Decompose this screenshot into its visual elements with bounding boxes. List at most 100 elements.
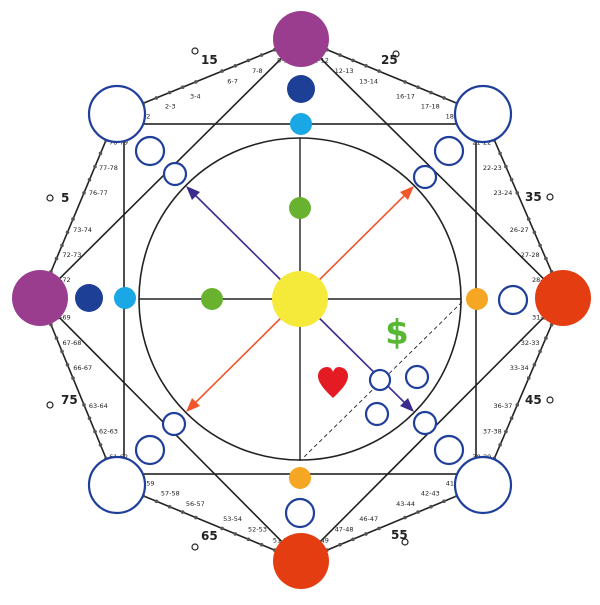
age-tick-dot	[403, 515, 407, 520]
age-tick-dot	[538, 349, 542, 354]
age-tick-dot	[98, 443, 103, 447]
age-tick-dot	[233, 532, 238, 536]
age-range-label: 3-4	[190, 93, 201, 101]
age-tick-dot	[71, 376, 75, 380]
age-range-label: 27-28	[521, 251, 540, 259]
age-range-label: 56-57	[186, 500, 205, 508]
age-marker-55: 55	[391, 528, 409, 546]
svg-text:65: 65	[201, 529, 218, 543]
mid-circle-top-right	[433, 135, 465, 167]
age-range-label: 63-64	[89, 402, 108, 410]
age-range-label: 16-17	[396, 93, 415, 101]
age-tick-dot	[416, 85, 420, 89]
age-tick-dot	[515, 191, 520, 195]
age-range-label: 26-27	[510, 226, 529, 234]
age-range-label: 46-47	[359, 515, 378, 523]
age-range-label: 28-29	[532, 276, 551, 284]
small-circle-top-left	[162, 161, 188, 187]
top-green-circle	[289, 197, 311, 219]
left-purple-circle	[12, 270, 68, 326]
age-tick-dot	[154, 96, 159, 100]
age-tick-dot	[167, 504, 172, 509]
age-range-label: 76-77	[89, 189, 108, 197]
age-tick-dot	[442, 499, 446, 504]
svg-text:45: 45	[525, 393, 542, 407]
age-marker-65: 65	[191, 529, 218, 551]
age-tick-dot	[544, 336, 548, 340]
arrow-up-left-head	[186, 186, 200, 200]
age-tick-dot	[364, 64, 368, 68]
age-tick-dot	[526, 217, 531, 221]
svg-text:35: 35	[525, 190, 542, 204]
age-marker-75: 75	[46, 393, 78, 409]
age-tick-dot	[98, 151, 103, 156]
filled-circles	[12, 11, 591, 589]
age-tick-dot	[93, 429, 97, 434]
age-tick-dot	[65, 363, 70, 367]
age-tick-dot	[82, 403, 86, 407]
age-marker-45: 45	[525, 393, 554, 407]
left-dark-blue-circle	[75, 284, 103, 312]
age-range-label: 72-73	[63, 251, 82, 259]
age-range-label: 47-48	[335, 526, 354, 534]
corner-circle-bottom-left	[87, 455, 147, 515]
bottom-outline-circle	[284, 497, 316, 529]
age-tick-dot	[509, 177, 514, 182]
age-marker-15: 15	[191, 47, 218, 67]
age-range-label: 31-32	[532, 314, 551, 322]
age-tick-dot	[532, 230, 537, 235]
svg-text:5: 5	[61, 191, 69, 205]
age-tick-dot	[515, 403, 520, 407]
top-dark-blue-circle	[287, 75, 315, 103]
corner-circle-top-left	[87, 84, 147, 144]
age-tick-dot	[71, 217, 75, 221]
age-tick-dot	[87, 416, 92, 421]
bottom-red-circle	[273, 533, 329, 589]
age-tick-dot	[180, 510, 185, 514]
age-tick-dot	[364, 532, 368, 536]
age-range-label: 42-43	[421, 490, 440, 498]
age-range-label: 57-58	[161, 490, 180, 498]
bottom-orange-circle	[289, 467, 311, 489]
big-age-markers: 15 25 35 45 55 65 75 5	[46, 47, 554, 551]
age-range-label: 37-38	[483, 427, 502, 435]
age-tick-dot	[442, 96, 446, 100]
left-green-circle	[201, 288, 223, 310]
corner-circle-bottom-right	[453, 455, 513, 515]
age-tick-dot	[65, 230, 70, 235]
corner-circle-top-right	[453, 84, 513, 144]
age-tick-dot	[504, 429, 508, 434]
age-tick-dot	[194, 515, 198, 520]
age-tick-dot	[259, 53, 264, 57]
age-tick-dot	[351, 58, 355, 63]
age-tick-dot	[351, 537, 355, 542]
age-range-label: 67-68	[63, 339, 82, 347]
age-range-label: 22-23	[483, 164, 502, 172]
age-range-label: 8-9	[277, 57, 288, 65]
age-range-label: 33-34	[510, 364, 529, 372]
age-tick-dot	[259, 542, 264, 547]
age-range-label: 13-14	[359, 77, 378, 85]
age-range-label: 6-7	[227, 77, 238, 85]
age-tick-dot	[194, 80, 198, 84]
age-tick-dot	[538, 243, 542, 248]
age-marker-5: 5	[46, 191, 69, 205]
mid-circle-bottom-left	[134, 434, 166, 466]
small-circle-bottom-left	[161, 411, 187, 437]
age-tick-dot	[82, 191, 86, 195]
age-tick-dot	[338, 53, 342, 57]
mid-circle-bottom-right	[433, 434, 465, 466]
love-line-circle-1	[368, 368, 392, 392]
svg-text:55: 55	[391, 528, 408, 542]
age-tick-dot	[403, 80, 407, 84]
age-tick-dot	[93, 164, 97, 169]
top-cyan-circle	[290, 113, 312, 135]
heart-icon	[318, 367, 348, 398]
age-range-label: 77-78	[99, 164, 118, 172]
age-tick-dot	[498, 151, 502, 156]
age-range-label: 17-18	[421, 103, 440, 111]
love-line-circle-3	[364, 401, 390, 427]
age-tick-dot	[233, 64, 238, 68]
age-tick-dot	[246, 58, 251, 63]
age-tick-dot	[504, 164, 508, 169]
